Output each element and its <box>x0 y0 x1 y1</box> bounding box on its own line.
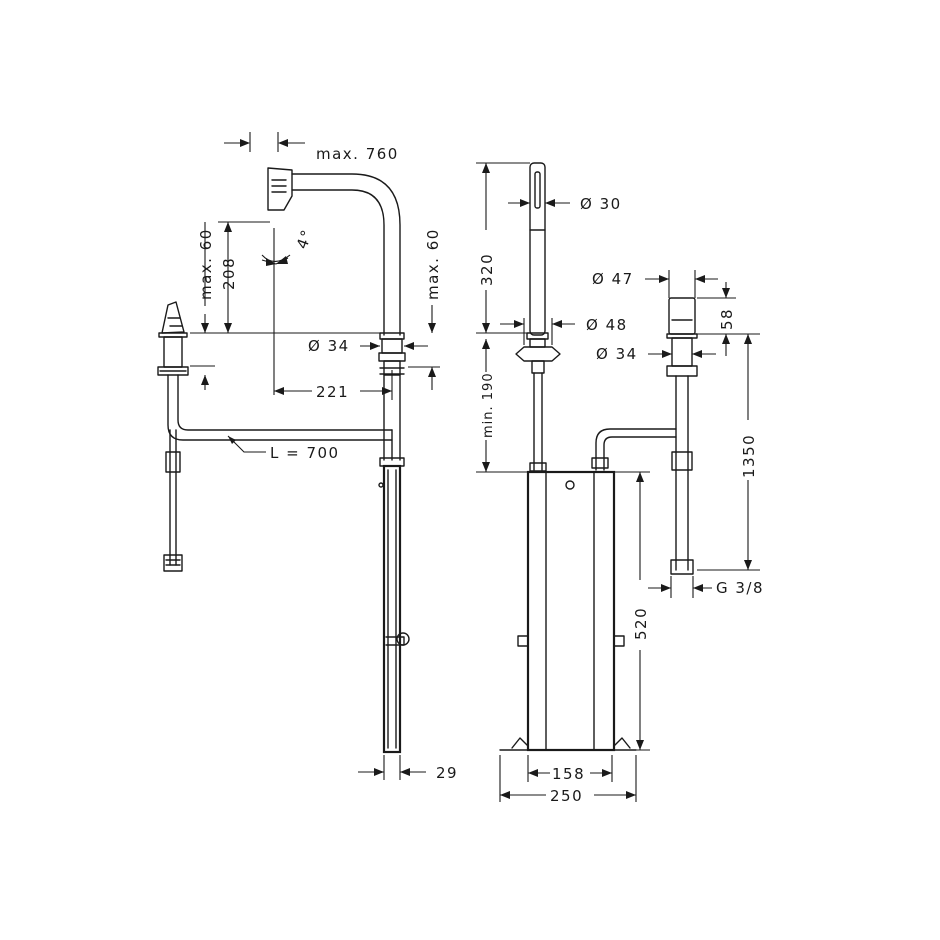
label-58: 58 <box>718 308 736 330</box>
label-max-60-right: max. 60 <box>424 228 442 300</box>
label-max-60-left: max. 60 <box>197 228 215 300</box>
label-221: 221 <box>316 383 349 401</box>
label-dia-47: Ø 47 <box>592 270 634 288</box>
side-unit-front <box>668 297 696 335</box>
label-1350: 1350 <box>740 434 758 478</box>
label-158: 158 <box>552 765 585 783</box>
label-dia-48: Ø 48 <box>586 316 628 334</box>
dimension-lines <box>190 132 760 802</box>
spout-base-plate <box>515 346 561 362</box>
front-hose <box>595 428 677 471</box>
hose-weight-tube <box>382 464 402 754</box>
label-520: 520 <box>632 607 650 640</box>
label-angle-4: 4° <box>293 226 317 251</box>
label-dia-34-right: Ø 34 <box>596 345 638 363</box>
spout-body <box>291 189 385 336</box>
label-length-700: L = 700 <box>270 444 340 462</box>
label-250: 250 <box>550 787 583 805</box>
label-208: 208 <box>220 257 238 290</box>
label-29: 29 <box>436 764 458 782</box>
under-sink-box <box>526 470 616 752</box>
dimension-labels: max. 760 max. 60 208 4° max. 60 Ø 34 221… <box>197 145 764 805</box>
label-320: 320 <box>478 253 496 286</box>
label-max-760: max. 760 <box>316 145 399 163</box>
spout-front <box>529 162 546 336</box>
connection-hose <box>167 374 393 441</box>
spray-head <box>267 167 293 211</box>
label-dia-34-left: Ø 34 <box>308 337 350 355</box>
label-g-3-8: G 3/8 <box>716 579 764 597</box>
label-min-190: min. 190 <box>481 372 496 438</box>
front-view <box>499 162 698 752</box>
label-dia-30: Ø 30 <box>580 195 622 213</box>
